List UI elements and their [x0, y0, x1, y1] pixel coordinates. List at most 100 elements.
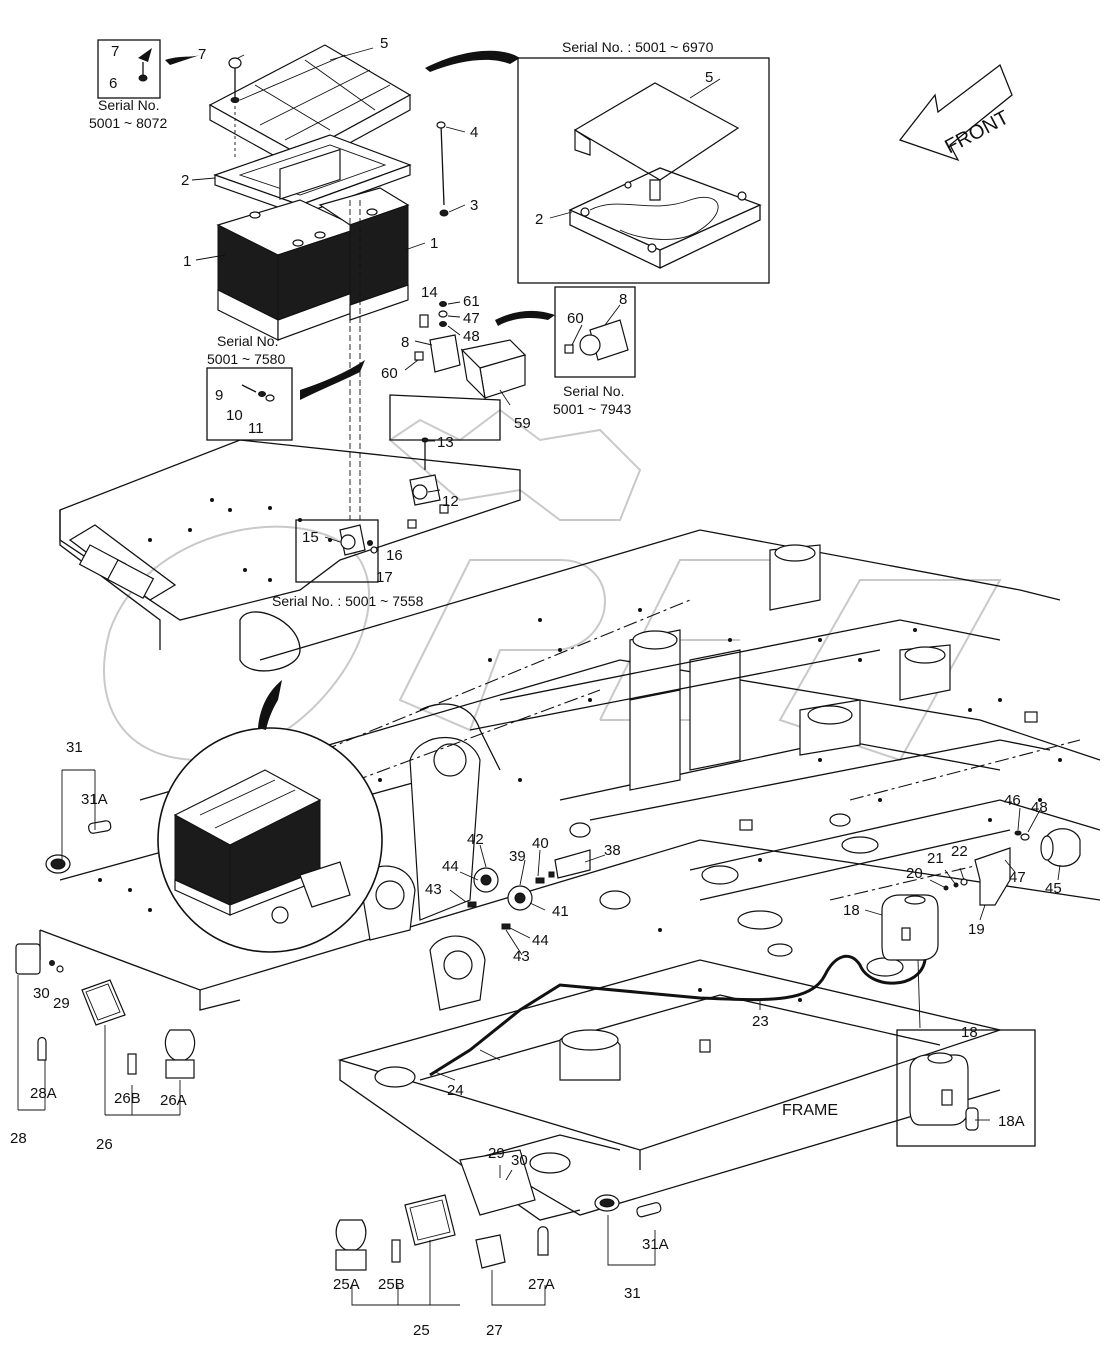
callout: 24 — [447, 1082, 464, 1099]
callout: 25A — [333, 1276, 360, 1293]
callout: 30 — [33, 985, 50, 1002]
callout: 6 — [109, 75, 117, 92]
inset-serial-7558 — [295, 519, 379, 583]
callout: 27 — [486, 1322, 503, 1339]
callout: 9 — [215, 387, 223, 404]
callout: 44 — [532, 932, 549, 949]
inset-serial-6970 — [425, 50, 770, 284]
serial-note: 5001 ~ 7580 — [207, 351, 285, 367]
callout: 39 — [509, 848, 526, 865]
relay-assembly — [389, 301, 555, 441]
callout: 20 — [906, 865, 923, 882]
leader-lines — [191, 47, 1061, 1181]
callout: 60 — [381, 365, 398, 382]
callout: 25 — [413, 1322, 430, 1339]
callout: 2 — [535, 211, 543, 228]
grouping-lines — [17, 769, 921, 1306]
callout: 18 — [961, 1024, 978, 1041]
callout: 18 — [843, 902, 860, 919]
callout: 60 — [567, 310, 584, 327]
callout: 28A — [30, 1085, 57, 1102]
callout: 5 — [380, 35, 388, 52]
callout: 21 — [927, 850, 944, 867]
serial-note: Serial No. — [563, 383, 624, 399]
callout: 11 — [248, 420, 264, 437]
washer-tank-18 — [881, 894, 939, 961]
front-label: FRONT — [941, 107, 1012, 159]
callout: 31 — [66, 739, 83, 756]
callout: 1 — [430, 235, 438, 252]
callout: 48 — [463, 328, 480, 345]
callout: 18A — [998, 1113, 1025, 1130]
callout: 17 — [376, 569, 393, 586]
lamps-left — [15, 820, 196, 1079]
callout: 13 — [437, 434, 454, 451]
callout: 1 — [183, 253, 191, 270]
front-arrow — [898, 63, 1013, 162]
callout: 5 — [705, 69, 713, 86]
callout: 7 — [198, 46, 206, 63]
callout: 23 — [752, 1013, 769, 1030]
callout: 19 — [968, 921, 985, 938]
callout: 8 — [619, 291, 627, 308]
battery-detail-circle — [157, 680, 383, 953]
callout: 44 — [442, 858, 459, 875]
serial-note: Serial No. — [98, 97, 159, 113]
callout: 16 — [386, 547, 403, 564]
inset-serial-7580 — [206, 360, 365, 441]
labels: FRONT FRAME Serial No. : 5001 ~ 6970 Ser… — [10, 35, 1062, 1339]
inset-serial-7943 — [554, 286, 636, 378]
battery-assembly — [208, 44, 449, 520]
serial-note: 5001 ~ 7943 — [553, 401, 631, 417]
callout: 26B — [114, 1090, 141, 1107]
callout: 43 — [425, 881, 442, 898]
horns — [467, 849, 591, 930]
callout: 4 — [470, 124, 478, 141]
serial-note: 5001 ~ 8072 — [89, 115, 167, 131]
callout: 28 — [10, 1130, 27, 1147]
callout: 59 — [514, 415, 531, 432]
callout: 61 — [463, 293, 480, 310]
frame-body — [39, 439, 1101, 1221]
callout: 47 — [1009, 869, 1026, 886]
callout: 15 — [302, 529, 319, 546]
callout: 42 — [467, 831, 484, 848]
callout: 46 — [1004, 792, 1021, 809]
inset-washer-18 — [896, 1029, 1036, 1147]
callout: 10 — [226, 407, 243, 424]
callout: 31 — [624, 1285, 641, 1302]
callout: 8 — [401, 334, 409, 351]
callout: 14 — [421, 284, 438, 301]
travel-alarm-19-45 — [943, 828, 1081, 906]
callout: 31A — [81, 791, 108, 808]
callout: 29 — [488, 1145, 505, 1162]
callout: 12 — [442, 493, 459, 510]
lamps-bottom — [335, 1149, 662, 1271]
callout: 31A — [642, 1236, 669, 1253]
relay-12-13 — [407, 437, 449, 529]
callout: 25B — [378, 1276, 405, 1293]
callout: 22 — [951, 843, 968, 860]
callout: 45 — [1045, 880, 1062, 897]
harness-23-24 — [429, 899, 932, 1077]
callout: 41 — [552, 903, 569, 920]
inset-serial-8072 — [97, 39, 200, 99]
callout: 43 — [513, 948, 530, 965]
callout: 27A — [528, 1276, 555, 1293]
callout: 3 — [470, 197, 478, 214]
callout: 26 — [96, 1136, 113, 1153]
serial-note: Serial No. : 5001 ~ 7558 — [272, 593, 424, 609]
callout: 38 — [604, 842, 621, 859]
callout: 47 — [463, 310, 480, 327]
callout: 48 — [1031, 799, 1048, 816]
callout: 2 — [181, 172, 189, 189]
callout: 30 — [511, 1152, 528, 1169]
serial-note: Serial No. : 5001 ~ 6970 — [562, 39, 714, 55]
frame-label: FRAME — [782, 1102, 838, 1119]
callout: 40 — [532, 835, 549, 852]
callout: 26A — [160, 1092, 187, 1109]
callout: 7 — [111, 43, 119, 60]
callout: 29 — [53, 995, 70, 1012]
serial-note: Serial No. — [217, 333, 278, 349]
